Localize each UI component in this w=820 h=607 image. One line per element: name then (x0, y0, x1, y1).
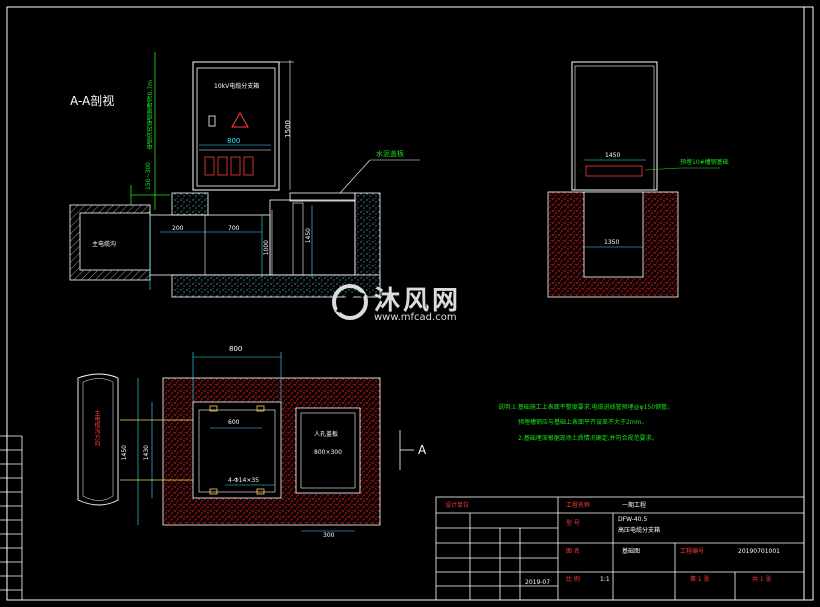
dim-700: 700 (228, 225, 240, 232)
watermark-brand: 沐风网 (374, 286, 462, 316)
bolt-note: 4-Φ14×35 (228, 477, 260, 484)
cable-trench-vertical: 主电缆沟方向 (93, 410, 100, 446)
right-dim-1350: 1350 (604, 239, 620, 246)
section-title: A-A剖视 (70, 94, 115, 108)
plan-dim-800: 800 (229, 345, 243, 353)
section-mark: A (418, 443, 427, 457)
right-note: 预埋10#槽钢基础 (680, 159, 729, 166)
plan-dim-600: 600 (228, 419, 240, 426)
tb-drawing-no-label: 工程编号 (680, 548, 705, 555)
tb-drawing-no-value: 20190701001 (738, 548, 780, 555)
tb-project-label: 工程名称 (566, 502, 591, 509)
cabinet-front-label: 10kV电缆分支箱 (214, 83, 260, 90)
dim-200: 200 (172, 225, 184, 232)
tb-product-value: 高压电缆分支箱 (618, 527, 661, 534)
dim-1450-left: 1450 (305, 228, 312, 244)
plan-dim-1430: 1430 (143, 445, 150, 461)
cover-note: 水泥盖板 (376, 150, 404, 158)
right-dim-1450: 1450 (605, 152, 621, 159)
cabinet-width-dim: 800 (227, 137, 241, 145)
tb-drawing-label: 图 名 (566, 548, 580, 555)
tb-company: 设计单位 (445, 502, 470, 509)
plan-dim-1450: 1450 (121, 445, 128, 461)
tb-project-value: 一期工程 (622, 502, 647, 509)
tb-scale-value: 1:1 (600, 576, 610, 583)
tb-sheet-label: 第 1 张 (690, 576, 710, 583)
tb-scale-label: 比 例 (566, 576, 580, 583)
manhole-label: 人孔盖板 (314, 431, 339, 438)
watermark-logo-icon (332, 284, 368, 320)
tb-model-label: 型 号 (566, 520, 580, 527)
note-line-3: 2.基础埋深根据现场土质情况确定,并符合规范要求。 (518, 435, 658, 442)
note-line-2: 预埋槽钢应与基础上表面平齐误差不大于2mm。 (518, 419, 648, 426)
manhole-size: 800×300 (314, 449, 342, 456)
tb-date-value: 2019-07 (525, 579, 551, 586)
tb-model-value: DFW-40.5 (618, 516, 648, 523)
watermark-url: www.mfcad.com (374, 312, 457, 323)
plan-dim-300: 300 (323, 532, 335, 539)
tb-total-label: 共 1 张 (752, 576, 772, 583)
tb-drawing-value: 基础图 (622, 548, 641, 555)
dim-1000: 1000 (263, 240, 270, 256)
vertical-note: 电缆沟内电缆管埋深0.7m (147, 80, 154, 150)
cabinet-height-dim: 1500 (284, 120, 292, 138)
cabinet-base-dim: 150~300 (145, 162, 152, 190)
cable-trench-label: 主电缆沟 (92, 241, 117, 248)
note-line-1: 说明:1.基础施工上表面平整度要求,电缆进线管预埋@φ150钢管。 (498, 404, 674, 411)
